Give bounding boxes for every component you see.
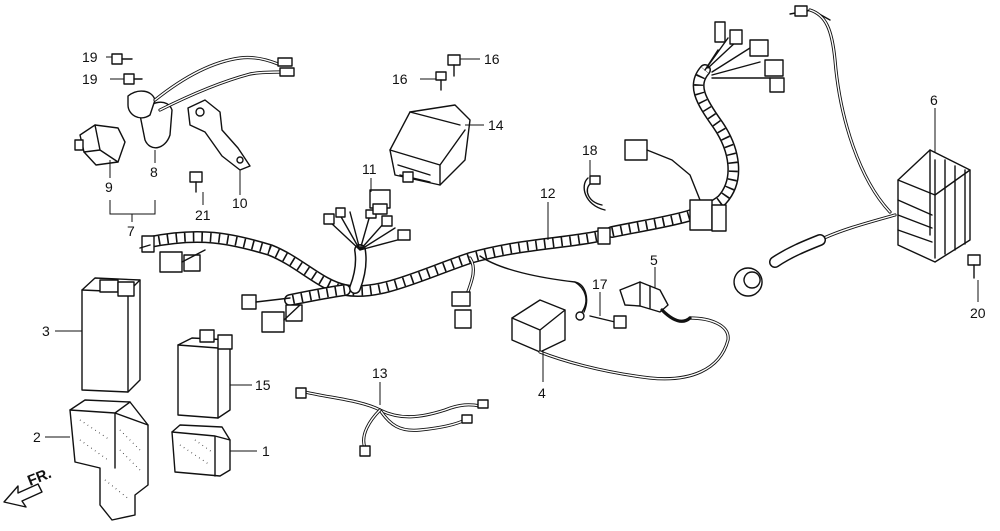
- callout-6: 6: [930, 92, 938, 108]
- harness-sub-connector: [451, 291, 472, 329]
- leader-lines: [45, 56, 979, 452]
- ignition-coil: [511, 281, 730, 381]
- harness-left-connectors: [139, 235, 303, 333]
- callout-2: 2: [33, 429, 41, 445]
- callout-16-lower: 16: [392, 71, 408, 87]
- callout-19-lower: 19: [82, 71, 98, 87]
- main-wire-harness: [144, 64, 740, 313]
- front-label: FR.: [25, 465, 54, 490]
- callout-21: 21: [195, 207, 211, 223]
- callout-15: 15: [255, 377, 271, 393]
- callout-17: 17: [592, 276, 608, 292]
- regulator-rectifier: [733, 8, 971, 297]
- callout-labels: 1 2 3 4 5 6 7 8 9 10 11 12 13 14 15 16 1…: [33, 49, 986, 459]
- bolt-16-upper: [447, 54, 461, 77]
- callout-5: 5: [650, 252, 658, 268]
- callout-20: 20: [970, 305, 986, 321]
- connector-bundle: [323, 189, 411, 251]
- spark-plug-cap: [619, 281, 692, 323]
- bolt-19-upper: [111, 53, 133, 65]
- callout-3: 3: [42, 323, 50, 339]
- callout-11: 11: [362, 161, 377, 177]
- switch-assembly: [74, 55, 295, 166]
- harness-mid-connectors: [597, 139, 727, 245]
- front-direction-marker: FR.: [3, 465, 54, 508]
- cdi-holder: [69, 399, 149, 521]
- bolt-20: [967, 254, 981, 279]
- callout-19-upper: 19: [82, 49, 98, 65]
- callout-10: 10: [232, 195, 248, 211]
- harness-top-connectors: [704, 5, 831, 93]
- bolt-16-lower: [435, 71, 447, 91]
- bolt-19-lower: [123, 73, 143, 85]
- bracket: [187, 99, 251, 171]
- control-module: [177, 329, 233, 419]
- callout-9: 9: [105, 179, 113, 195]
- module-holder: [171, 424, 231, 477]
- callout-8: 8: [150, 164, 158, 180]
- callout-13: 13: [372, 365, 388, 381]
- clamp-band: [583, 175, 606, 211]
- callout-7: 7: [127, 223, 135, 239]
- sub-harness: [295, 387, 489, 457]
- bolt-21: [189, 171, 203, 193]
- callout-14: 14: [488, 117, 504, 133]
- cdi-unit: [81, 277, 141, 393]
- callout-16-upper: 16: [484, 51, 500, 67]
- callout-1: 1: [262, 443, 270, 459]
- callout-18: 18: [582, 142, 598, 158]
- fuse-box: [389, 104, 471, 186]
- front-arrow-icon: [3, 483, 43, 508]
- bolt-17: [589, 315, 627, 329]
- callout-12: 12: [540, 185, 556, 201]
- callout-4: 4: [538, 385, 546, 401]
